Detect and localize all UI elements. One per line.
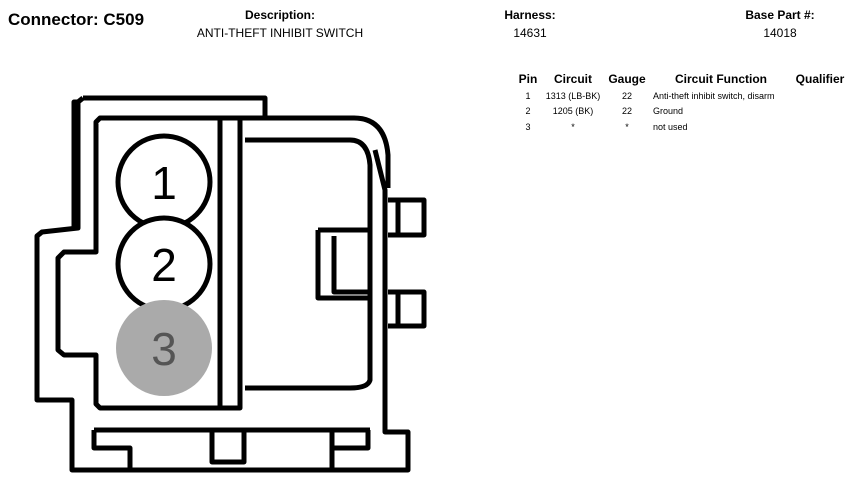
table-row-3-pin: 3: [525, 122, 531, 132]
harness-value: 14631: [513, 26, 547, 40]
table-row-3-gauge: *: [625, 122, 629, 132]
table-row-1-function: Anti-theft inhibit switch, disarm: [653, 91, 775, 101]
connector-housing-outline: [34, 95, 427, 473]
table-row-2-function: Ground: [653, 106, 684, 116]
table-row-1-gauge: 22: [621, 91, 632, 101]
header-circuit: Circuit: [553, 72, 592, 86]
pin-1-label: 1: [151, 157, 177, 209]
description-label: Description:: [244, 8, 315, 22]
table-row-1-circuit: 1313 (LB-BK): [545, 91, 601, 101]
pin-2-label: 2: [151, 239, 177, 291]
base-part-value: 14018: [763, 26, 797, 40]
pin-2: 2: [115, 215, 213, 313]
table-row-3-circuit: *: [571, 122, 575, 132]
table-row-2-gauge: 22: [621, 106, 632, 116]
table-row-1-pin: 1: [525, 91, 531, 101]
table-row-3-function: not used: [653, 122, 688, 132]
pin-3-unused: 3: [116, 300, 212, 396]
base-part-label: Base Part #:: [745, 8, 815, 22]
table-row-2-pin: 2: [525, 106, 531, 116]
table-row-2-circuit: 1205 (BK): [552, 106, 594, 116]
connector-title: Connector: C509: [8, 10, 145, 29]
header-circuit-function: Circuit Function: [675, 72, 767, 86]
pin-1: 1: [115, 133, 213, 231]
header-pin: Pin: [518, 72, 538, 86]
header-gauge: Gauge: [608, 72, 646, 86]
description-value: ANTI-THEFT INHIBIT SWITCH: [196, 26, 364, 40]
harness-label: Harness:: [504, 8, 556, 22]
header-qualifier: Qualifier: [795, 72, 845, 86]
pin-3-label: 3: [151, 323, 177, 375]
